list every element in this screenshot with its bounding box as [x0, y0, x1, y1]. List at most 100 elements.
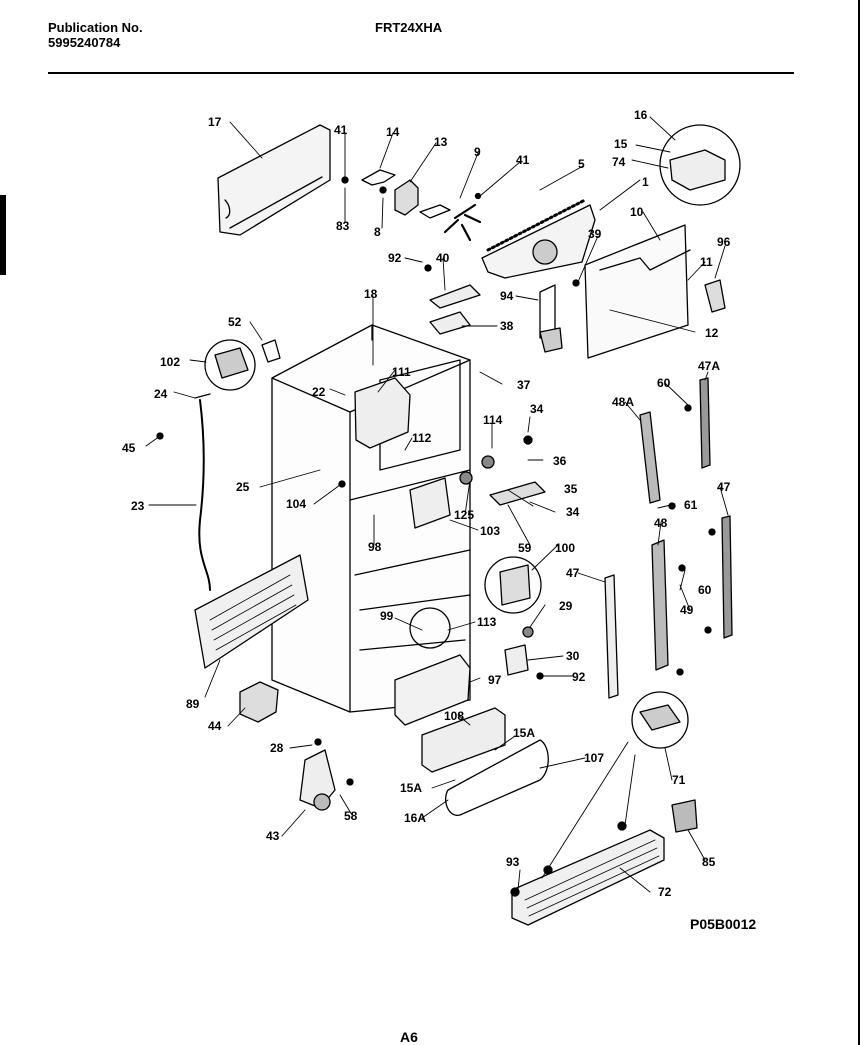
callout-99: 99	[380, 609, 394, 623]
callout-103: 103	[480, 524, 500, 538]
callout-14: 14	[386, 125, 400, 139]
model-number: FRT24XHA	[375, 20, 443, 35]
callout-94: 94	[500, 289, 514, 303]
callout-47: 47	[566, 566, 580, 580]
callout-41: 41	[334, 123, 348, 137]
callout-113: 113	[477, 615, 497, 629]
callout-1: 1	[642, 175, 649, 189]
callout-40: 40	[436, 251, 450, 265]
callout-111: 111	[392, 365, 411, 379]
callout-36: 36	[553, 454, 567, 468]
callout-59: 59	[518, 541, 532, 555]
support-bracket	[429, 284, 481, 309]
callout-83: 83	[336, 219, 350, 233]
callout-61: 61	[684, 498, 698, 512]
fan-motor	[394, 179, 419, 216]
rail-47	[721, 515, 733, 639]
cabinet	[271, 324, 471, 713]
callout-72: 72	[658, 885, 672, 899]
callout-8: 8	[374, 225, 381, 239]
detail-circle-low	[409, 607, 451, 649]
detail-circle-left	[204, 339, 256, 391]
callout-35: 35	[564, 482, 578, 496]
relay-box	[239, 681, 279, 723]
callout-25: 25	[236, 480, 250, 494]
callout-30: 30	[566, 649, 580, 663]
page-border	[858, 0, 860, 1045]
callout-114: 114	[483, 413, 503, 427]
grille-clip	[671, 799, 698, 833]
callout-48a: 48A	[612, 395, 634, 409]
callout-92: 92	[388, 251, 402, 265]
callout-9: 9	[474, 145, 481, 159]
rail-47a	[699, 377, 711, 469]
callout-38: 38	[500, 319, 514, 333]
callout-29: 29	[559, 599, 573, 613]
callout-85: 85	[702, 855, 716, 869]
callout-43: 43	[266, 829, 280, 843]
callout-47: 47	[717, 480, 731, 494]
callout-12: 12	[705, 326, 719, 340]
top-cover-panel	[217, 124, 331, 236]
callout-37: 37	[517, 378, 531, 392]
rear-grille-panel	[194, 554, 309, 669]
callout-58: 58	[344, 809, 358, 823]
callout-34: 34	[530, 402, 544, 416]
callout-15a: 15A	[400, 781, 422, 795]
callout-13: 13	[434, 135, 448, 149]
base-grille	[511, 829, 665, 926]
rail-48	[651, 539, 669, 671]
header-rule	[48, 72, 794, 74]
callout-112: 112	[412, 431, 432, 445]
detail-circle-bottom	[631, 691, 689, 749]
callout-41: 41	[516, 153, 530, 167]
callout-52: 52	[228, 315, 242, 329]
callout-34: 34	[566, 505, 580, 519]
callout-39: 39	[588, 227, 602, 241]
callout-108: 108	[444, 709, 464, 723]
drain-tube	[198, 399, 211, 591]
scan-edge-mark	[0, 195, 6, 275]
clip	[704, 279, 726, 313]
callout-17: 17	[208, 115, 222, 129]
callout-18: 18	[364, 287, 378, 301]
callout-96: 96	[717, 235, 731, 249]
callout-47a: 47A	[698, 359, 720, 373]
callout-15a: 15A	[513, 726, 535, 740]
rail-48a	[639, 411, 661, 504]
callout-5: 5	[578, 157, 585, 171]
callout-16a: 16A	[404, 811, 426, 825]
light-socket	[261, 339, 281, 363]
crisper-cover	[394, 654, 471, 726]
callout-98: 98	[368, 540, 382, 554]
detail-circle-mid	[484, 556, 542, 614]
callout-102: 102	[160, 355, 180, 369]
motor-bracket	[419, 204, 451, 219]
divider-rail	[421, 707, 506, 773]
rail-47-lower	[604, 574, 619, 699]
hinge-bracket	[361, 169, 396, 186]
callout-89: 89	[186, 697, 200, 711]
detail-circle-top	[659, 124, 741, 206]
callout-104: 104	[286, 497, 306, 511]
callout-22: 22	[312, 385, 326, 399]
callout-49: 49	[680, 603, 694, 617]
page-number: A6	[400, 1029, 418, 1045]
callout-60: 60	[698, 583, 712, 597]
callout-60: 60	[657, 376, 671, 390]
control-panel	[354, 377, 411, 449]
callout-100: 100	[555, 541, 575, 555]
callout-107: 107	[584, 751, 604, 765]
publication-number: 5995240784	[48, 35, 121, 50]
callout-45: 45	[122, 441, 136, 455]
callout-48: 48	[654, 516, 668, 530]
publication-label: Publication No.	[48, 20, 143, 35]
callout-125: 125	[454, 508, 474, 522]
callout-28: 28	[270, 741, 284, 755]
callout-44: 44	[208, 719, 222, 733]
diagram-reference-code: P05B0012	[690, 916, 757, 932]
callout-92: 92	[572, 670, 586, 684]
shelf-bracket	[489, 481, 546, 506]
callout-10: 10	[630, 205, 644, 219]
callout-93: 93	[506, 855, 520, 869]
